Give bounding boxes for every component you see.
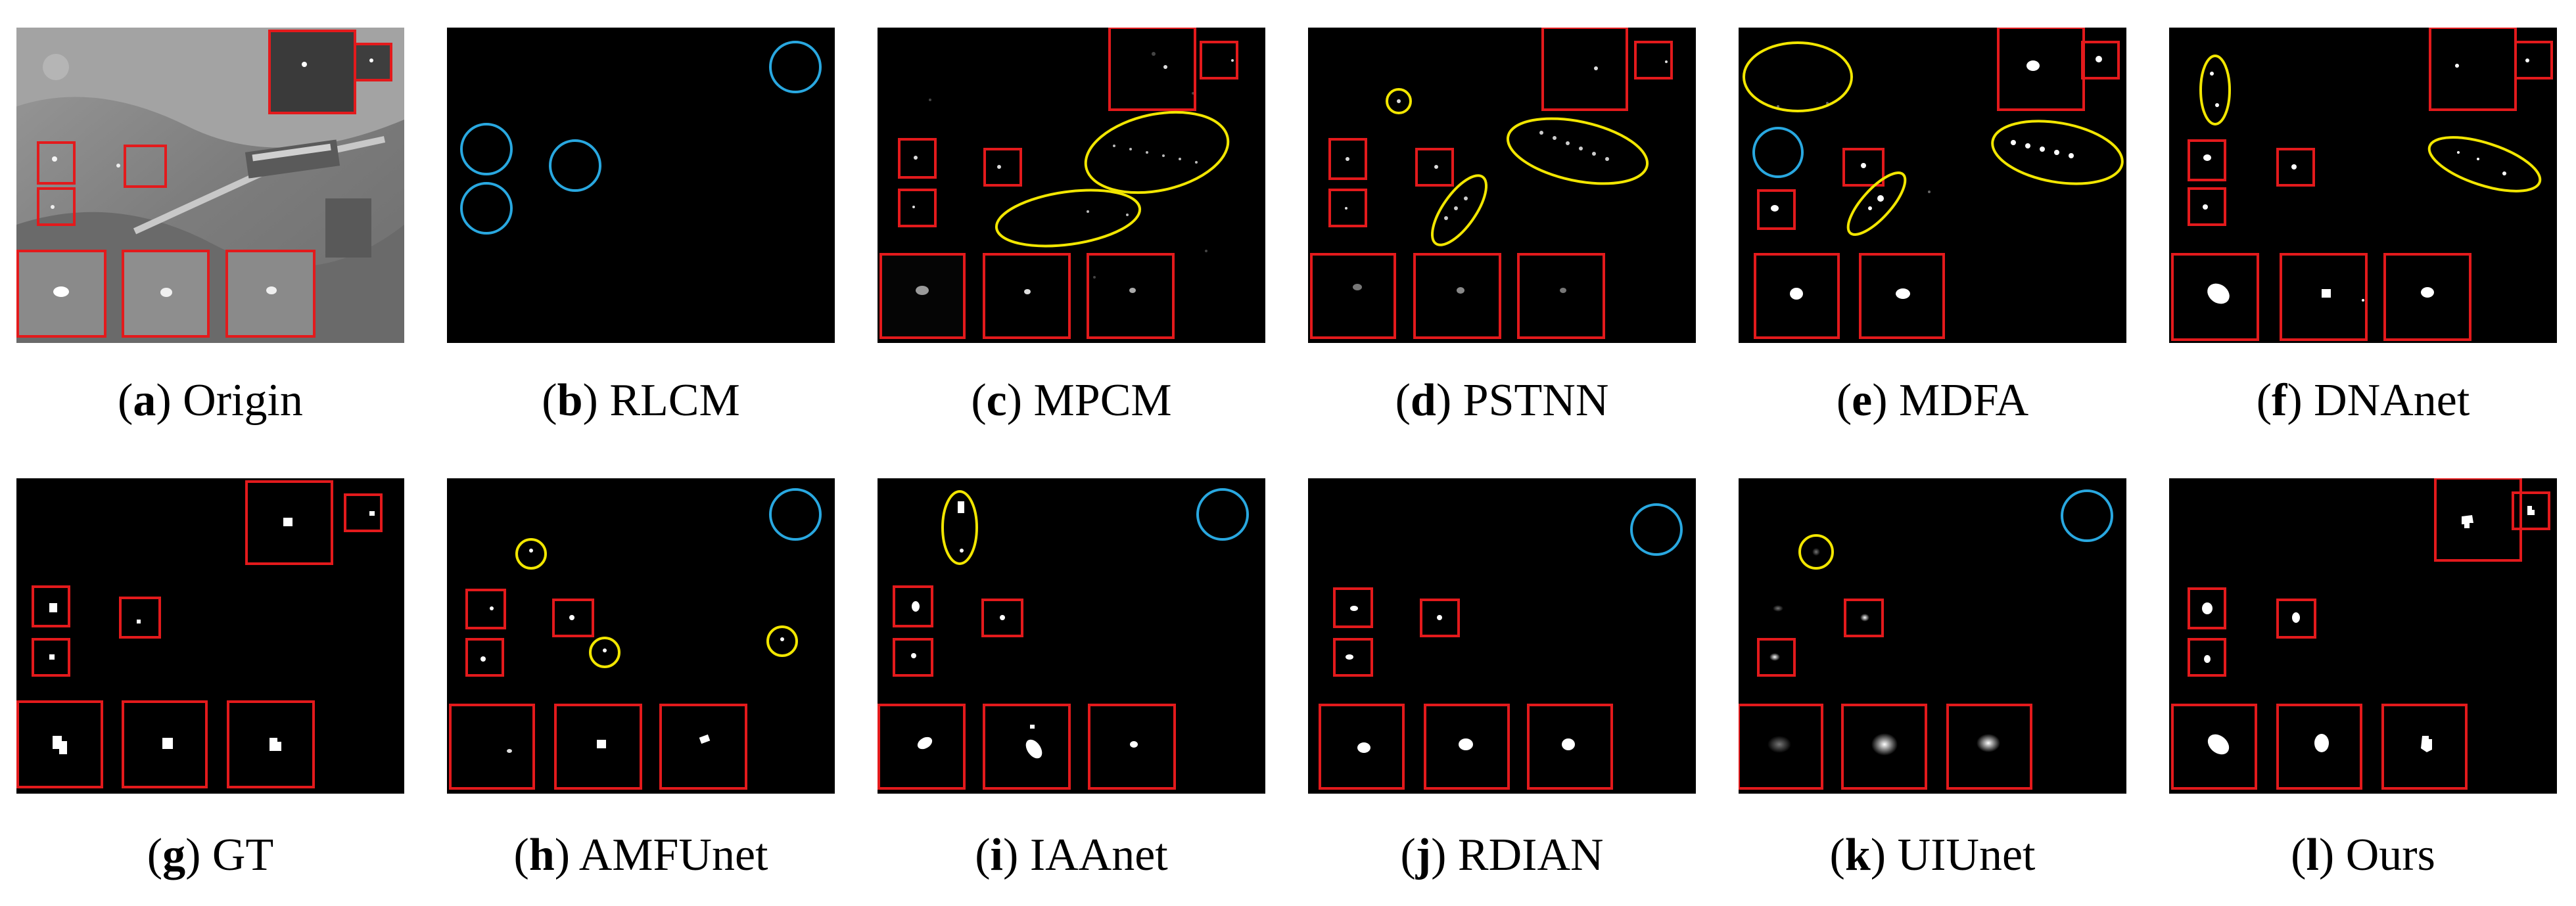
- missed-detection-circle: [2061, 489, 2113, 542]
- panel-dnanet: [2169, 28, 2557, 343]
- caption-c: (c) MPCM: [971, 375, 1172, 426]
- panel-rdian: [1308, 478, 1696, 794]
- false-alarm-ellipses: [1386, 88, 1649, 246]
- target-boxes: [1754, 28, 2120, 339]
- pstnn-result: [1310, 28, 1673, 339]
- target-boxes: [878, 585, 1176, 790]
- uiunet-result: [1739, 489, 2113, 790]
- target-boxes: [879, 28, 1238, 339]
- target-boxes: [16, 30, 392, 338]
- false-alarm-ellipses: [1743, 41, 2124, 236]
- ours-result: [2171, 478, 2550, 790]
- caption-k: (k) UIUnet: [1829, 830, 2036, 880]
- panel-iaanet: [878, 478, 1265, 794]
- false-alarm-ellipses: [995, 110, 1230, 248]
- mdfa-result: [1743, 28, 2124, 339]
- caption-i: (i) IAAnet: [975, 830, 1168, 880]
- false-alarm-circle: [1798, 534, 1834, 570]
- target-boxes: [16, 480, 383, 788]
- mpcm-result: [879, 28, 1238, 339]
- rdian-result: [1319, 503, 1683, 790]
- panel-mdfa: [1739, 28, 2126, 343]
- missed-detection-circle: [1752, 127, 1804, 178]
- caption-h: (h) AMFUnet: [513, 830, 768, 880]
- panel-pstnn: [1308, 28, 1696, 343]
- panel-gt: [16, 478, 404, 794]
- panel-origin-image: [16, 28, 404, 343]
- caption-d: (d) PSTNN: [1395, 375, 1609, 426]
- amfunet-result: [449, 488, 822, 790]
- target-boxes: [2171, 28, 2553, 341]
- missed-detection-circle: [1196, 488, 1249, 541]
- panel-uiunet: [1739, 478, 2126, 794]
- target-boxes: [1739, 599, 2032, 790]
- panel-mpcm: [878, 28, 1265, 343]
- missed-detection-circle: [1630, 503, 1683, 556]
- caption-f: (f) DNAnet: [2256, 375, 2470, 426]
- ground-truth: [16, 480, 383, 788]
- dnanet-result: [2171, 28, 2553, 341]
- target-boxes: [1319, 587, 1613, 790]
- false-alarm-ellipses: [2199, 55, 2542, 193]
- rlcm-result: [460, 41, 822, 235]
- missed-detection-circle: [769, 488, 822, 541]
- caption-e: (e) MDFA: [1836, 375, 2029, 426]
- caption-b: (b) RLCM: [542, 375, 740, 426]
- panel-rlcm: [447, 28, 835, 343]
- target-boxes: [2171, 478, 2550, 790]
- origin-infrared-scene: [16, 28, 404, 343]
- target-boxes: [449, 589, 747, 790]
- false-alarm-circles: [515, 538, 798, 668]
- caption-l: (l) Ours: [2291, 830, 2435, 880]
- target-boxes: [1310, 28, 1673, 339]
- iaanet-result: [878, 488, 1249, 790]
- caption-g: (g) GT: [147, 830, 274, 880]
- missed-detection-circles: [460, 41, 822, 235]
- panel-ours: [2169, 478, 2557, 794]
- panel-amfunet: [447, 478, 835, 794]
- false-alarm-ellipse: [941, 490, 978, 565]
- caption-j: (j) RDIAN: [1400, 830, 1604, 880]
- caption-a: (a) Origin: [118, 375, 303, 426]
